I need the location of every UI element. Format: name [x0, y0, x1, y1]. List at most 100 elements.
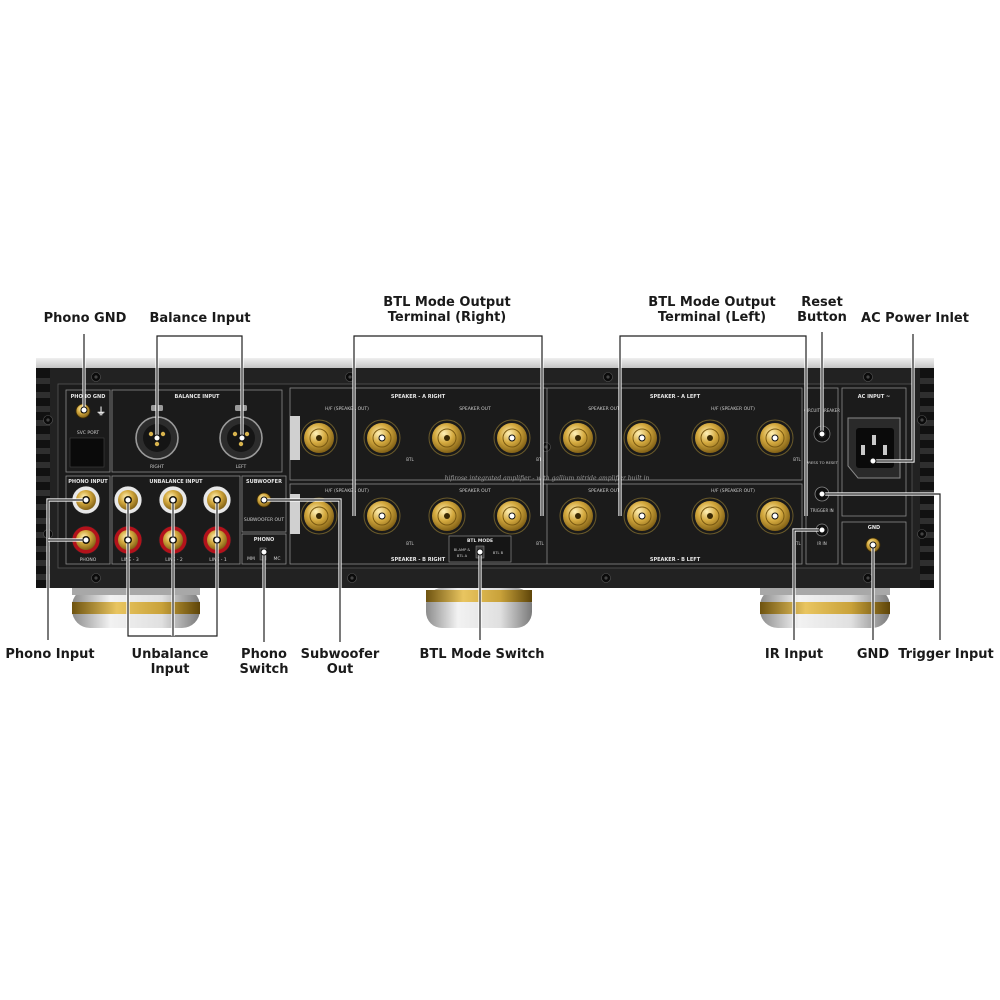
binding-post-a-3[interactable]: [428, 419, 466, 457]
ground-icon: ⏚: [96, 406, 106, 418]
btl-tag-al: BTL: [793, 457, 801, 462]
binding-post-b-7[interactable]: [691, 497, 729, 535]
callout-btl-right-line1: BTL Mode Output: [383, 295, 510, 310]
leader-balance-input: [155, 334, 244, 440]
subwoofer-label: SUBWOOFER: [246, 479, 282, 485]
leader-dot: [378, 434, 386, 442]
screw: [601, 573, 611, 583]
leader-dot: [213, 496, 221, 504]
leader-dot: [818, 526, 826, 534]
speaker-b-tab: [290, 494, 300, 534]
screw: [345, 372, 355, 382]
callout-btl-left-line2: Terminal (Left): [658, 310, 766, 325]
ir-in-label: IR IN: [817, 541, 826, 546]
leader-dot: [124, 536, 132, 544]
svc-port[interactable]: [69, 437, 105, 468]
leader-dot: [80, 406, 88, 414]
press-to-reset-label: PRESS TO RESET: [806, 460, 839, 465]
panel-screws: [43, 372, 927, 583]
foot-left: [72, 588, 200, 628]
leader-dot: [508, 434, 516, 442]
bi-amp-label: BI-AMP &: [454, 548, 471, 552]
callout-labels: Phono GND Balance Input BTL Mode Output …: [5, 295, 993, 677]
binding-post-b-1[interactable]: [300, 497, 338, 535]
callout-ac-power-inlet: AC Power Inlet: [861, 311, 969, 326]
speaker-out-label-al: SPEAKER OUT: [588, 406, 620, 412]
leader-dot: [153, 434, 161, 442]
xlr-left-label: LEFT: [236, 464, 247, 470]
btl-tag-br: BTL: [406, 541, 414, 546]
leader-dot: [771, 512, 779, 520]
screw: [863, 573, 873, 583]
callout-btl-mode-switch: BTL Mode Switch: [419, 647, 544, 662]
foot-right: [760, 588, 890, 628]
leader-trigger-input: [822, 492, 942, 640]
phono-input-section: PHONO INPUT PHONO: [65, 475, 111, 565]
speaker-out-label-bl: SPEAKER OUT: [588, 488, 620, 494]
leader-subwoofer-out: [264, 498, 342, 642]
leader-btl-right: [352, 334, 544, 516]
speaker-sections: SPEAKER - A RIGHT SPEAKER - A LEFT SPEAK…: [289, 387, 803, 565]
mm-label: MM: [247, 556, 255, 562]
gnd-panel-label: GND: [868, 525, 880, 531]
callout-phono-switch-line2: Switch: [239, 662, 288, 677]
btl-tag-br2: BTL: [536, 541, 544, 546]
leader-dot: [638, 512, 646, 520]
callout-balance-input: Balance Input: [149, 311, 250, 326]
leader-dots: [80, 406, 877, 556]
top-cover: [36, 358, 934, 370]
speaker-b-left-label: SPEAKER - B LEFT: [650, 557, 701, 563]
script-tagline: hifirose integrated amplifier - with gal…: [445, 475, 650, 482]
ac-input-section: AC INPUT ~: [841, 387, 907, 517]
leader-ir-input: [792, 528, 822, 640]
leader-btl-left: [618, 334, 808, 516]
binding-post-a-5[interactable]: [559, 419, 597, 457]
balance-input-label: BALANCE INPUT: [175, 394, 221, 400]
xlr-right-label: RIGHT: [150, 464, 164, 470]
binding-post-b-5[interactable]: [559, 497, 597, 535]
leader-dot: [238, 434, 246, 442]
btl-a-label: BTL A: [457, 554, 468, 558]
binding-post-a-7[interactable]: [691, 419, 729, 457]
screw: [917, 415, 927, 425]
leader-dot: [869, 541, 877, 549]
hf-speaker-out-label-al: H/F (SPEAKER OUT): [711, 406, 755, 412]
leader-dot: [869, 457, 877, 465]
speaker-a-left-label: SPEAKER - A LEFT: [650, 394, 701, 400]
callout-reset-line1: Reset: [801, 295, 843, 310]
leader-dot: [124, 496, 132, 504]
binding-post-b-3[interactable]: [428, 497, 466, 535]
ac-input-label: AC INPUT ~: [858, 394, 890, 400]
leader-dot: [638, 434, 646, 442]
leader-dot: [213, 536, 221, 544]
unbalance-input-label: UNBALANCE INPUT: [149, 479, 203, 485]
ac-power-inlet[interactable]: [847, 417, 901, 479]
callout-subwoofer-line1: Subwoofer: [301, 647, 380, 662]
callout-subwoofer-line2: Out: [327, 662, 354, 677]
screw: [347, 573, 357, 583]
hf-speaker-out-label-bl: H/F (SPEAKER OUT): [711, 488, 755, 494]
leader-dot: [169, 536, 177, 544]
leader-dot: [818, 490, 826, 498]
leader-dot: [82, 536, 90, 544]
phono-rca-label: PHONO: [80, 557, 97, 563]
leader-dot: [82, 496, 90, 504]
speaker-out-label-ar: SPEAKER OUT: [459, 406, 491, 412]
callout-gnd: GND: [857, 647, 890, 662]
leader-dot: [169, 496, 177, 504]
speaker-out-label-br: SPEAKER OUT: [459, 488, 491, 494]
screw: [91, 573, 101, 583]
callout-unbalance-line1: Unbalance: [132, 647, 209, 662]
leader-dot: [771, 434, 779, 442]
btl-b-label: BTL B: [493, 551, 504, 555]
callout-unbalance-line2: Input: [151, 662, 190, 677]
phono-gnd-label: PHONO GND: [71, 394, 106, 400]
speaker-b-right-label: SPEAKER - B RIGHT: [391, 557, 446, 563]
leader-ac-inlet: [873, 334, 915, 463]
binding-post-a-1[interactable]: [300, 419, 338, 457]
screw: [603, 372, 613, 382]
hf-speaker-out-label-ar: H/F (SPEAKER OUT): [325, 406, 369, 412]
leader-lines: [46, 332, 942, 642]
speaker-a-tab: [290, 416, 300, 460]
